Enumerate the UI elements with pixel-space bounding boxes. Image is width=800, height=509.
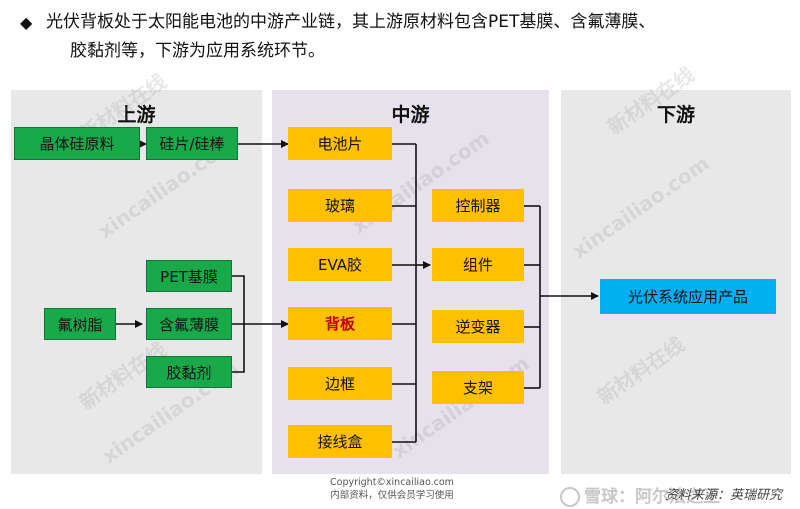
node-frame: 边框 [288,367,392,400]
xueqiu-text: 雪球：阿尔法之王 [584,487,720,507]
node-glass: 玻璃 [288,189,392,222]
heading: ◆ 光伏背板处于太阳能电池的中游产业链，其上游原材料包含PET基膜、含氟薄膜、 … [20,8,786,66]
upstream-title: 上游 [117,104,156,126]
midstream-title: 中游 [391,104,430,126]
copyright-text: Copyright©xincailiao.com [330,477,454,488]
node-backsheet: 背板 [288,307,392,340]
node-bracket: 支架 [432,371,524,404]
source-note: 资料来源：英瑞研究 [664,488,782,503]
node-controller: 控制器 [432,189,524,222]
xueqiu-logo-icon [560,487,580,507]
node-fluororesin: 氟树脂 [44,308,116,340]
internal-use-text: 内部资料，仅供会员学习使用 [330,490,454,501]
node-fluoro-film: 含氟薄膜 [146,308,232,340]
heading-line-2: 胶黏剂等，下游为应用系统环节。 [70,41,325,61]
bullet-diamond-icon: ◆ [20,13,33,32]
node-raw-silicon: 晶体硅原料 [14,127,140,160]
node-wafer: 硅片/硅棒 [146,127,238,160]
node-pv-products: 光伏系统应用产品 [600,279,776,314]
xueqiu-watermark: 雪球：阿尔法之王 [560,482,720,507]
copyright-notice: Copyright©xincailiao.com 内部资料，仅供会员学习使用 [330,476,454,502]
node-junction-box: 接线盒 [288,425,392,458]
downstream-title: 下游 [656,104,695,126]
heading-line-1: 光伏背板处于太阳能电池的中游产业链，其上游原材料包含PET基膜、含氟薄膜、 [46,12,656,32]
node-cell: 电池片 [288,127,392,160]
node-adhesive: 胶黏剂 [146,356,232,388]
node-module: 组件 [432,248,524,281]
node-inverter: 逆变器 [432,310,524,343]
node-pet-film: PET基膜 [146,260,232,292]
node-eva: EVA胶 [288,248,392,281]
